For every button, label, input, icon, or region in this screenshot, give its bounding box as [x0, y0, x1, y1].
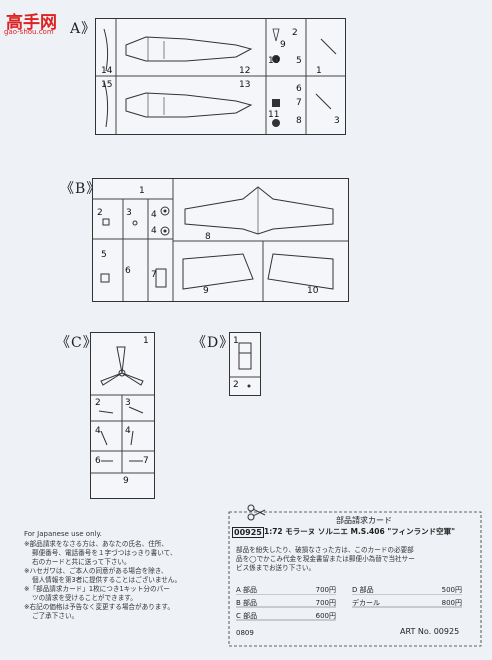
price-part: デカール	[352, 599, 380, 607]
watermark-url: gao-shou.com	[4, 28, 54, 36]
part-c2: 2	[95, 398, 101, 408]
part-d1: 1	[233, 336, 239, 346]
part-b4a: 4	[151, 210, 157, 220]
card-product-bar: 00925 1:72 モラーヌ ソルニエ M.S.406 "フィンランド空軍"	[232, 527, 472, 538]
part-c1: 1	[143, 336, 149, 346]
part-a7: 7	[296, 98, 302, 108]
card-date-code: 0809	[236, 629, 254, 637]
price-part: C 部品	[236, 612, 258, 620]
card-description-line: 部品を紛失したり、破損なさった方は、このカードの必要部	[236, 546, 414, 554]
notice-lines: ※部品請求をなさる方は、あなたの氏名、住所、 郵便番号、電話番号を１字づつはっき…	[24, 540, 181, 621]
part-a9: 9	[280, 40, 286, 50]
part-b1: 1	[139, 186, 145, 196]
part-a8: 8	[296, 116, 302, 126]
notice-line: 郵便番号、電話番号を１字づつはっきり書いて、	[32, 549, 177, 557]
part-d2: 2	[233, 380, 239, 390]
part-b9: 9	[203, 286, 209, 296]
price-value: 700円	[315, 586, 336, 594]
price-value: 800円	[441, 599, 462, 607]
part-a10: 10	[268, 56, 280, 66]
sprue-b-drawing	[93, 179, 348, 301]
price-row-decal: デカール 800円	[352, 598, 462, 608]
part-b6: 6	[125, 266, 131, 276]
price-value: 500円	[441, 586, 462, 594]
sprue-d-drawing	[230, 342, 260, 388]
part-a1: 1	[316, 66, 322, 76]
part-a13: 13	[239, 80, 251, 90]
part-a14: 14	[101, 66, 113, 76]
notice-line: ※ハセガワは、ご本人の同意がある場合を除き、	[24, 567, 168, 575]
price-part: D 部品	[352, 586, 374, 594]
price-row-a: A 部品 700円	[236, 585, 336, 595]
sprue-a: 14 12 15 13 9 2 10 5 1 6 11 7 3 8	[95, 18, 346, 135]
part-b8: 8	[205, 232, 211, 242]
part-a3: 3	[334, 116, 340, 126]
notice-line: 個人情報を第3者に提供することはございません。	[32, 576, 182, 584]
price-table-rules	[236, 594, 462, 621]
card-title: 部品請求カード	[336, 516, 392, 525]
price-value: 600円	[315, 612, 336, 620]
section-b-label: 《B》	[60, 181, 102, 197]
part-a11: 11	[268, 110, 280, 120]
sprue-b: 1 2 3 4 4 8 5 6 7 9 10	[92, 178, 349, 302]
card-cut-border	[228, 504, 482, 647]
part-a15: 15	[101, 80, 113, 90]
sprue-d: 1 2	[229, 332, 261, 396]
part-c6: 6	[95, 456, 101, 466]
sprue-a-drawing	[96, 19, 345, 134]
part-b4b: 4	[151, 226, 157, 236]
part-b3: 3	[126, 208, 132, 218]
price-row-b: B 部品 700円	[236, 598, 336, 608]
card-description-line: ビス係までお送り下さい。	[236, 564, 316, 572]
sprue-c: 1 2 3 4 4 6 7 9	[90, 332, 155, 499]
price-part: A 部品	[236, 586, 258, 594]
sprue-c-drawing	[91, 346, 154, 474]
watermark-brand: 高手网	[6, 13, 57, 33]
part-c4a: 4	[95, 426, 101, 436]
section-c-label: 《C》	[56, 335, 98, 351]
card-description-line: 品を◯でかこみ代金を現金書留または郵便小為替で当社サー	[236, 555, 415, 563]
part-c4b: 4	[125, 426, 131, 436]
card-art-number: ART No. 00925	[400, 627, 460, 636]
part-a5: 5	[296, 56, 302, 66]
section-d-label: 《D》	[192, 335, 235, 351]
part-a12: 12	[239, 66, 251, 76]
price-row-d: D 部品 500円	[352, 585, 462, 595]
card-product-name: 1:72 モラーヌ ソルニエ M.S.406 "フィンランド空軍"	[264, 527, 455, 536]
part-c9: 9	[123, 476, 129, 486]
notice-line: ※右記の価格は予告なく変更する場合があります。	[24, 603, 174, 611]
price-row-c: C 部品 600円	[236, 611, 336, 621]
notice-line: ご了承下さい。	[32, 612, 79, 620]
price-value: 700円	[315, 599, 336, 607]
scissors-icon	[247, 504, 266, 521]
part-b7: 7	[151, 270, 157, 280]
part-b5: 5	[101, 250, 107, 260]
part-c3: 3	[125, 398, 131, 408]
price-part: B 部品	[236, 599, 258, 607]
japanese-use-notice: For Japanese use only.	[24, 530, 102, 538]
notice-line: ※「部品請求カード」1枚につき1キット分のパー	[24, 585, 170, 593]
part-c7: 7	[143, 456, 149, 466]
part-b10: 10	[307, 286, 319, 296]
notice-line: 右のカードと共に送って下さい。	[32, 558, 131, 566]
part-a6: 6	[296, 84, 302, 94]
part-a2: 2	[292, 28, 298, 38]
notice-line: ※部品請求をなさる方は、あなたの氏名、住所、	[24, 540, 168, 548]
section-a-label: A》	[70, 21, 97, 37]
part-b2: 2	[97, 208, 103, 218]
card-product-code: 00925	[232, 527, 264, 538]
watermark-logo: 高手网 gao-shou.com	[4, 8, 78, 38]
card-description: 部品を紛失したり、破損なさった方は、このカードの必要部 品を◯でかこみ代金を現金…	[236, 546, 415, 573]
notice-line: ツの請求を受けることができます。	[32, 594, 137, 602]
